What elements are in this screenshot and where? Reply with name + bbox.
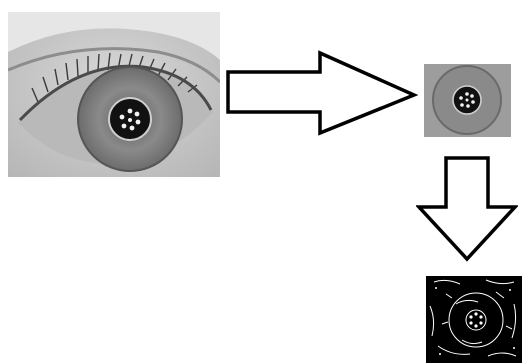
edge-detection <box>426 276 522 363</box>
eye-photograph <box>8 12 220 177</box>
iris-crop <box>424 64 511 137</box>
arrow-down <box>416 155 518 263</box>
arrow-right <box>226 50 418 136</box>
